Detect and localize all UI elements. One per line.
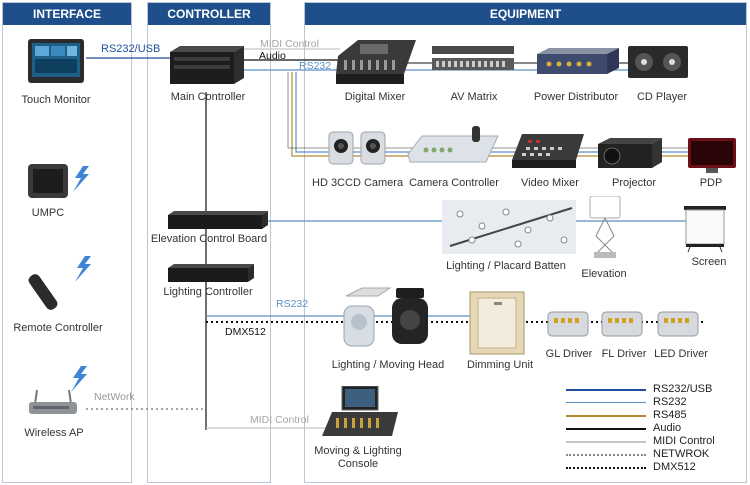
power-distributor-label: Power Distributor [533,91,619,103]
console-label: Moving & Lighting Console [314,445,402,470]
digital-mixer-icon [336,40,416,84]
interface-header: INTERFACE [3,3,131,25]
fl-driver-icon [601,311,643,337]
gl-driver-label: GL Driver [545,348,593,360]
rs232-wire-cameras [295,72,720,153]
remote-controller-icon [28,256,91,310]
network-wire-label: NetWork [94,391,135,403]
controller-header: CONTROLLER [148,3,270,25]
power-distributor-icon [537,48,619,74]
lighting-batten-icon [442,200,576,254]
av-matrix-icon [432,46,514,70]
console-icon [322,386,398,436]
lighting-controller-icon [168,264,254,282]
av-matrix-label: AV Matrix [450,91,498,103]
fl-driver-label: FL Driver [601,348,647,360]
gl-driver-icon [547,311,589,337]
wireless-ap-label: Wireless AP [24,427,84,439]
video-mixer-label: Video Mixer [521,177,579,189]
wireless-ap-icon [29,366,87,414]
remote-controller-label: Remote Controller [13,322,103,334]
cd-player-label: CD Player [636,91,688,103]
legend-sample [566,415,646,417]
main-controller-label: Main Controller [170,91,246,103]
main-controller-icon [170,46,244,84]
led-driver-icon [657,311,699,337]
elevation-board-label: Elevation Control Board [150,233,268,245]
legend-item: DMX512 [566,461,746,473]
legend-item: RS232 [566,396,746,408]
elevation-board-icon [168,211,268,229]
legend-sample [566,441,646,443]
legend-label: NETWROK [653,448,710,460]
led-driver-label: LED Driver [654,348,708,360]
pdp-label: PDP [699,177,723,189]
legend-label: RS485 [653,409,687,421]
dimming-unit-icon [469,291,525,355]
camera-controller-icon [407,126,499,163]
equipment-header: EQUIPMENT [305,3,746,25]
cd-player-icon [628,46,688,78]
moving-head-icon [343,287,428,347]
camera-controller-label: Camera Controller [409,177,499,189]
screen-label: Screen [691,256,727,268]
video-mixer-icon [512,134,584,168]
legend-sample [566,402,646,403]
rs232-top-wire-label: RS232 [299,60,332,72]
legend-label: DMX512 [653,461,696,473]
midi-top-wire-label: MIDI Control [260,38,319,50]
legend-sample [566,389,646,391]
hd-camera-icon [328,131,386,165]
legend-item: Audio [566,422,746,434]
legend-label: RS232 [653,396,687,408]
legend-item: NETWROK [566,448,746,460]
legend-sample [566,428,646,430]
midi-bottom-wire-label: MIDI Control [250,414,309,426]
legend-item: RS232/USB [566,383,746,395]
umpc-label: UMPC [31,207,65,219]
elevation-icon [589,196,621,258]
rs485-wire [291,72,720,157]
legend-label: Audio [653,422,682,434]
touch-monitor-label: Touch Monitor [21,94,91,106]
rs232-usb-wire-label: RS232/USB [101,43,161,55]
rs232-mid-wire-label: RS232 [276,298,309,310]
lighting-batten-label: Lighting / Placard Batten [446,260,566,272]
dimming-unit-label: Dimming Unit [466,359,533,371]
legend-sample [566,454,646,456]
hd-camera-label: HD 3CCD Camera [312,177,404,189]
dmx-wire-label: DMX512 [225,326,266,338]
legend-item: MIDI Control [566,435,746,447]
legend-label: MIDI Control [653,435,715,447]
pdp-icon [688,138,736,173]
legend-item: RS485 [566,409,746,421]
moving-head-label: Lighting / Moving Head [331,359,445,371]
elevation-label: Elevation [581,268,627,280]
projector-label: Projector [611,177,657,189]
legend-label: RS232/USB [653,383,713,395]
touch-monitor-icon [28,39,84,83]
audio-wire-label: Audio [259,50,286,62]
legend-sample [566,467,646,469]
umpc-icon [28,164,89,198]
projector-icon [598,138,662,168]
screen-icon [684,206,726,252]
digital-mixer-label: Digital Mixer [344,91,406,103]
lighting-controller-label: Lighting Controller [163,286,253,298]
